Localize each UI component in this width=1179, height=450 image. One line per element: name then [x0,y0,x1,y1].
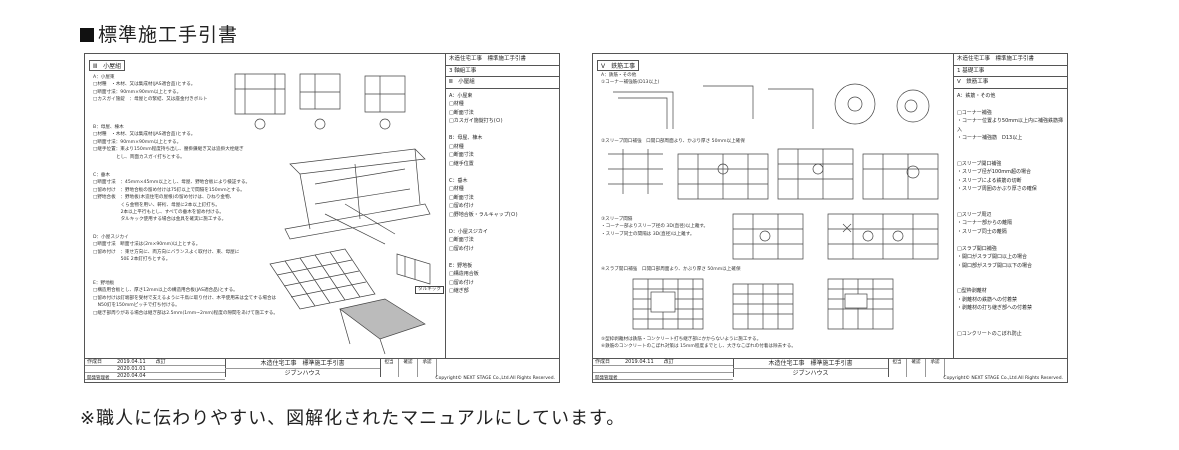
text-block-b: B：母屋、棟木 □材種 ・木材、又は集成材(JAS適合品)とする。 □断面寸法：… [93,125,244,160]
copyright: Copyright© NEXT STAGE Co.,Ltd.All Rights… [435,376,555,381]
manual-sheet-roof-frame: Ⅲ 小屋組 A：小屋束 □材種 ・木材、又は集成材(JAS適合品)とする。 □断… [84,53,560,383]
copyright: Copyright© NEXT STAGE Co.,Ltd.All Rights… [943,376,1063,381]
footer-label: 開発管理者 [87,376,110,381]
section-label: Ⅴ 鉄筋工事 [597,60,640,71]
side-subtitle-2: Ⅴ 鉄筋工事 [954,77,1067,89]
rebar-drawings [608,83,939,330]
side-title: 木造住宅工事 標準施工手引書 [446,54,559,66]
sheet-body: Ⅴ 鉄筋工事 A：鉄筋・その他 ①コーナー補強筋(D13以上) ②スリーブ開口補… [593,54,954,358]
tarukick-label: タルキック [415,286,444,294]
revision-row [593,366,733,373]
revision-row: 作成日 2019.04.11 改訂 [593,359,733,366]
roof-frame-drawings [234,73,431,355]
side-subtitle-2: Ⅲ 小屋組 [446,77,559,89]
sheet-body: Ⅲ 小屋組 A：小屋束 □材種 ・木材、又は集成材(JAS適合品)とする。 □断… [85,54,446,358]
text-block-e: E：野地板 □構造用合板とし、厚さ12mm以上の構造用合板(JAS適合品)とする… [93,281,278,316]
approval-box: 確認 [907,359,926,377]
section-label: Ⅲ 小屋組 [89,60,126,71]
manual-sheet-rebar: Ⅴ 鉄筋工事 A：鉄筋・その他 ①コーナー補強筋(D13以上) ②スリーブ開口補… [592,53,1068,383]
text-block-c: ③スリーブ間隔 ・コーナー部よりスリーブ径の 3D(直径)以上離す。 ・スリーブ… [601,217,709,237]
square-bullet-icon [80,28,94,42]
text-block-d: D：小屋スジカイ □断面寸法 断面寸法は(2m×90mm)以上とする。 □留め付… [93,235,240,263]
text-block-e: ⑤型枠剥離材は鉄筋・コンクリート打ち継ぎ部にかからないように施工する。 ⑥鉄筋の… [601,337,796,350]
text-block-d: ④スラブ開口補強 口開口部周面より、かぶり厚さ 50mm以上確保 [601,267,741,272]
sheet-side-panel: 木造住宅工事 標準施工手引書 3 軸組工事 Ⅲ 小屋組 A：小屋束 □材種 □断… [446,54,559,358]
project-name: 木造住宅工事 標準施工手引書 [225,359,380,369]
page-heading: 標準施工手引書 [80,20,238,47]
caption-note: ※職人に伝わりやすい、図解化されたマニュアルにしています。 [80,408,626,429]
approval-boxes: 担当確認承認 [380,359,559,377]
text-block-a: A：小屋束 □材種 ・木材、又は集成材(JAS適合品)とする。 □断面寸法：90… [93,75,208,103]
side-title: 木造住宅工事 標準施工手引書 [954,54,1067,66]
project-name-block: 木造住宅工事 標準施工手引書 ジブンハウス [225,359,381,377]
project-name-block: 木造住宅工事 標準施工手引書 ジブンハウス [733,359,889,377]
project-name: 木造住宅工事 標準施工手引書 [733,359,888,369]
side-subtitle: 3 軸組工事 [446,66,559,77]
text-block-c: C：垂木 □断面寸法 ：45mm×45mm以上とし、母屋、野地合板により検証する… [93,173,251,223]
footer-label: 開発管理者 [595,376,618,381]
title-block: 作成日 2019.04.11 改訂 木造住宅工事 標準施工手引書 ジブンハウス … [593,358,1067,382]
approval-box: 確認 [399,359,418,377]
company-name: ジブンハウス [792,370,829,377]
approval-box: 承認 [926,359,945,377]
text-block-a: A：鉄筋・その他 ①コーナー補強筋(D13以上) [601,73,660,86]
approval-box: 承認 [418,359,437,377]
side-checklist: A：鉄筋・その他 □コーナー補強 ・コーナー位置より50mm以上内に補強鉄筋挿入… [957,92,1064,337]
sheet-side-panel: 木造住宅工事 標準施工手引書 1 基礎工事 Ⅴ 鉄筋工事 A：鉄筋・その他 □コ… [954,54,1067,358]
revision-row: 2020.04.04 [85,373,225,380]
side-checklist: A：小屋束 □材種 □断面寸法 □カスガイ施錠打ち(Ｏ) B：母屋、棟木 □材種… [449,92,518,295]
approval-box: 担当 [888,359,907,377]
title-block: 作成日 2019.04.11 改訂 2020.01.01 2020.04.04 … [85,358,559,382]
revision-row [593,373,733,380]
revision-row: 2020.01.01 [85,366,225,373]
approval-box: 担当 [380,359,399,377]
heading-text: 標準施工手引書 [98,24,239,46]
revision-row: 作成日 2019.04.11 改訂 [85,359,225,366]
side-subtitle: 1 基礎工事 [954,66,1067,77]
company-name: ジブンハウス [284,370,321,377]
text-block-b: ②スリーブ開口補強 口開口部周面より、かぶり厚さ 50mm以上確保 [601,139,745,144]
approval-boxes: 担当確認承認 [888,359,1067,377]
